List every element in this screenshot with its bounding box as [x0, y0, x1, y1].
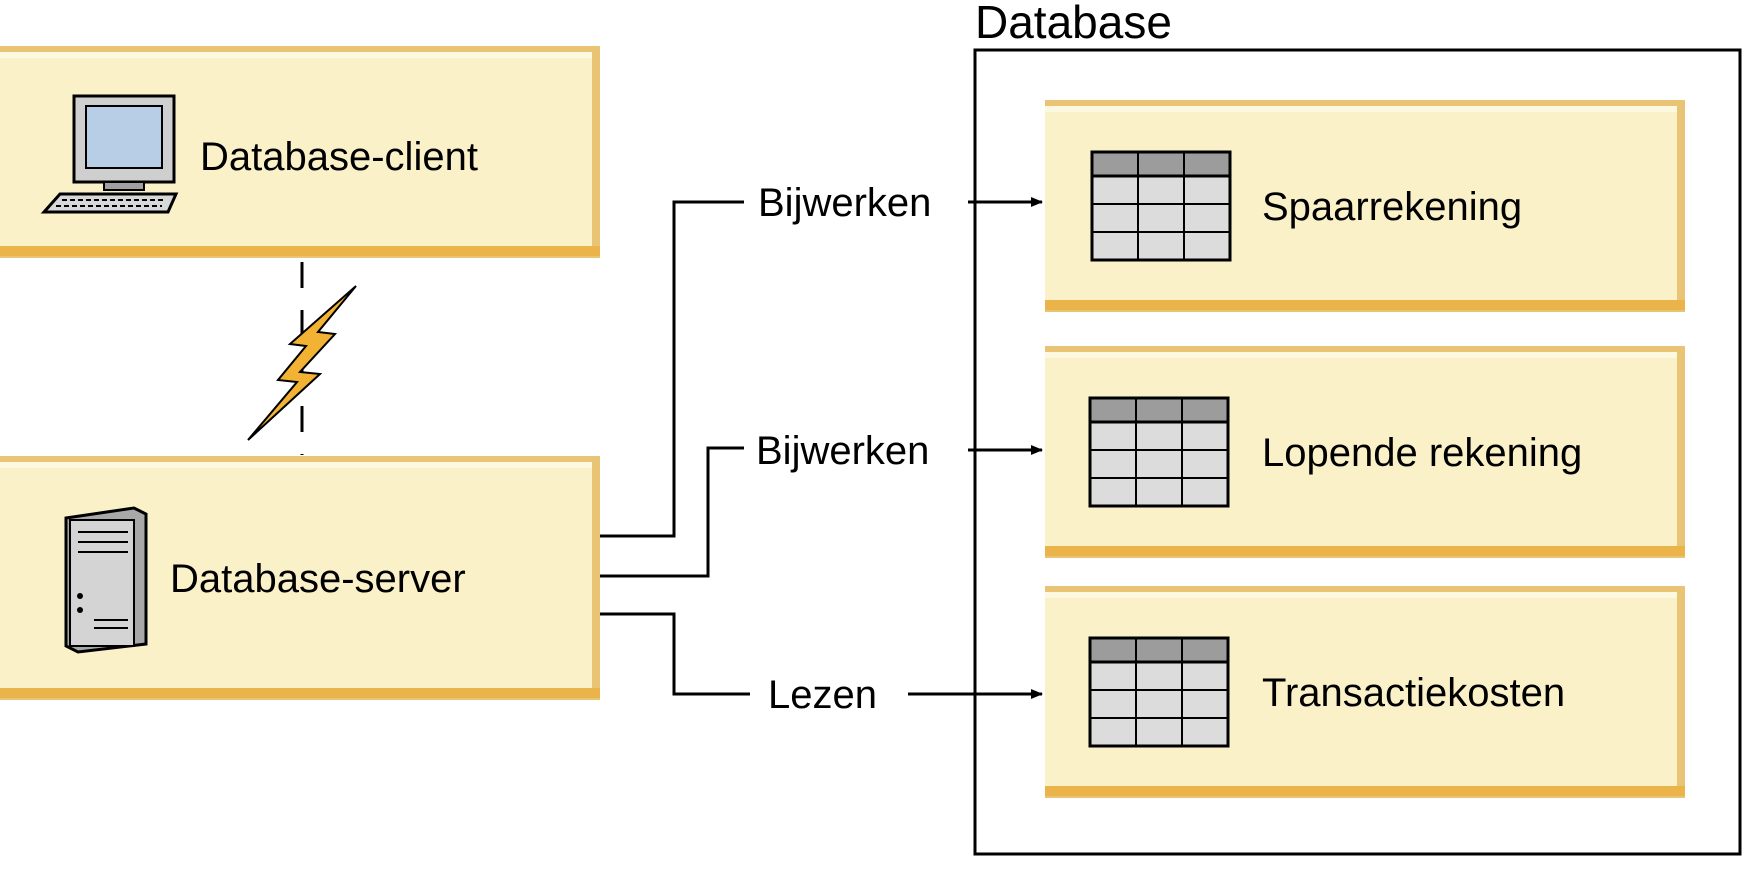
table-icon — [1090, 150, 1232, 262]
table-icon — [1088, 396, 1230, 508]
client-label: Database-client — [200, 135, 478, 179]
edge-read-fees: Lezen — [600, 612, 1043, 717]
table-label-spaarrekening: Spaarrekening — [1262, 185, 1522, 229]
table-icon — [1088, 636, 1230, 748]
edge-label-update-2: Bijwerken — [756, 429, 929, 473]
edge-update-savings: Bijwerken — [600, 181, 1043, 538]
client-box: Database-client — [0, 46, 600, 258]
server-tower-icon — [64, 506, 148, 654]
edge-update-checking: Bijwerken — [600, 429, 1043, 578]
computer-icon — [40, 94, 179, 214]
lightning-bolt-icon — [247, 285, 357, 441]
table-box-spaarrekening: Spaarrekening — [1045, 100, 1685, 312]
table-label-lopende-rekening: Lopende rekening — [1262, 431, 1582, 475]
server-label: Database-server — [170, 557, 466, 601]
edge-label-read: Lezen — [768, 673, 877, 717]
table-label-transactiekosten: Transactiekosten — [1262, 671, 1565, 715]
database-title: Database — [975, 0, 1172, 48]
client-server-connection — [247, 262, 357, 455]
edge-label-update-1: Bijwerken — [758, 181, 931, 225]
